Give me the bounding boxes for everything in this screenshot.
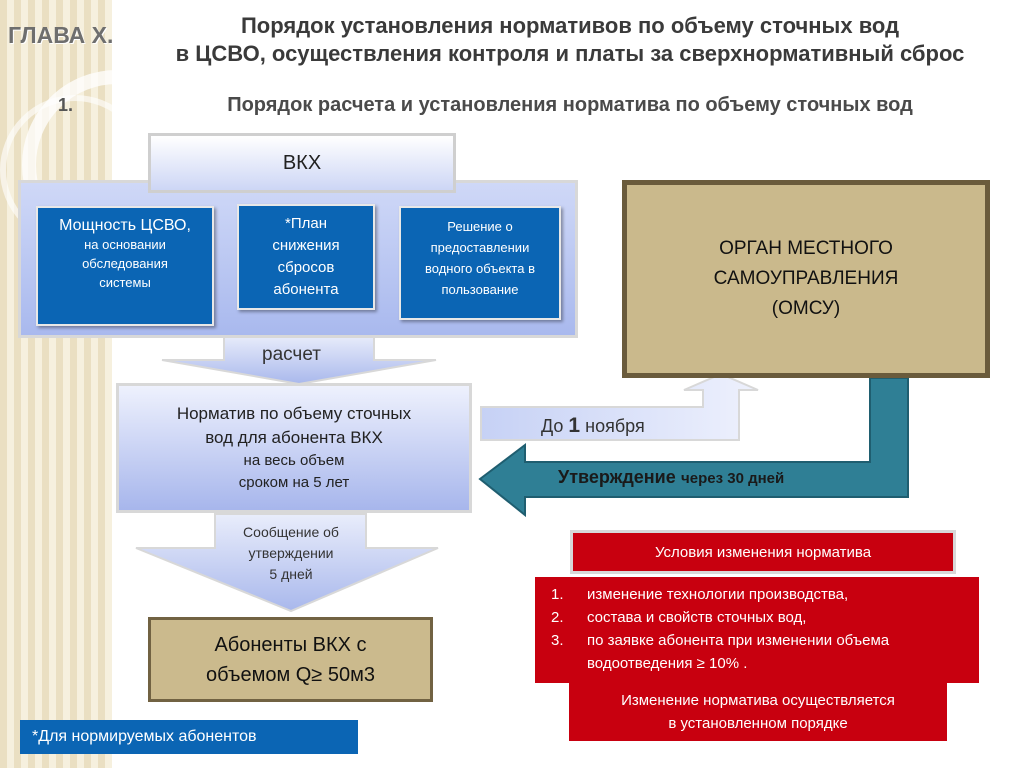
- calc-arrow: [161, 334, 437, 386]
- list-item: 2. состава и свойств сточных вод,: [551, 609, 807, 626]
- step-number: 1.: [58, 95, 74, 115]
- abonents-box: Абоненты ВКХ с объемом Q≥ 50м3: [148, 617, 433, 702]
- message-arrow: [135, 513, 439, 613]
- page-title: Порядок установления нормативов по объем…: [175, 13, 965, 66]
- omsu-box: ОРГАН МЕСТНОГО САМОУПРАВЛЕНИЯ (ОМСУ): [622, 180, 990, 378]
- reduction-plan-card: *План снижения сбросов абонента: [237, 204, 375, 310]
- deadline-label: До 1 ноября: [541, 414, 645, 437]
- conditions-note: Изменение норматива осуществляется в уст…: [569, 683, 947, 741]
- footnote: *Для нормируемых абонентов: [20, 720, 358, 754]
- list-item: 1. изменение технологии производства,: [551, 586, 849, 603]
- capacity-card: Мощность ЦСВО, на основании обследования…: [36, 206, 214, 326]
- list-item: 3. по заявке абонента при изменении объе…: [551, 632, 890, 649]
- water-use-decision-card: Решение о предоставлении водного объекта…: [399, 206, 561, 320]
- norm-box: Норматив по объему сточных вод для абоне…: [116, 383, 472, 513]
- page-subtitle: Порядок расчета и установления норматива…: [227, 94, 913, 116]
- message-label: Сообщение об утверждении 5 дней: [243, 524, 339, 582]
- deadline-arrow: [480, 372, 759, 441]
- chapter-label: ГЛАВА Х.: [8, 22, 114, 48]
- vkx-label: ВКХ: [148, 133, 456, 193]
- approval-label: Утверждение через 30 дней: [558, 467, 785, 487]
- list-item: водоотведения ≥ 10% .: [587, 655, 748, 672]
- conditions-title: Условия изменения норматива: [570, 530, 956, 574]
- calc-label: расчет: [262, 344, 321, 365]
- conditions-list: 1. изменение технологии производства, 2.…: [535, 577, 979, 683]
- approval-arrow: [478, 377, 909, 518]
